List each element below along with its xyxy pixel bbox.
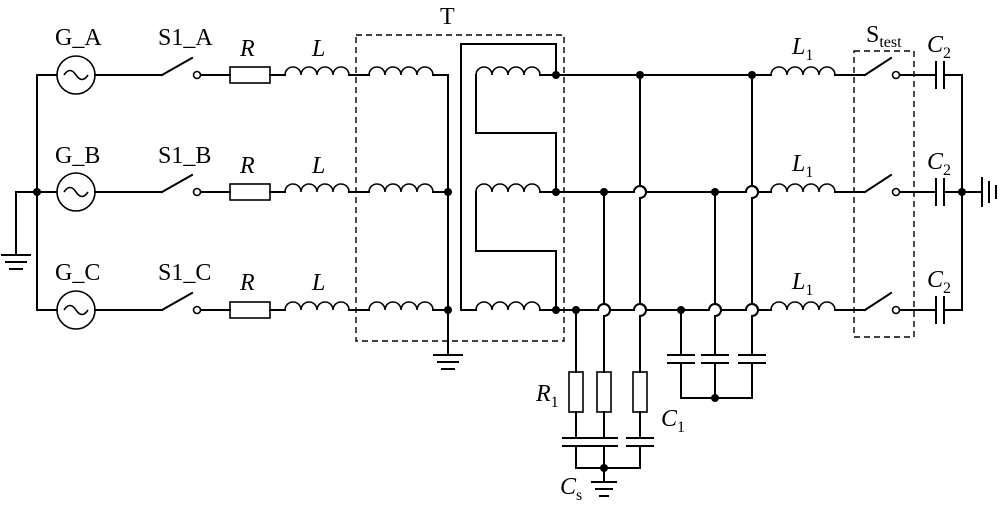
source-a-label: G_A bbox=[55, 25, 102, 51]
inductor-icon bbox=[770, 66, 836, 76]
source-ground bbox=[1, 74, 41, 311]
resistor-icon bbox=[229, 66, 271, 84]
inductor-label: L bbox=[311, 270, 325, 296]
inductor-label: L bbox=[311, 153, 325, 179]
inductor-icon bbox=[770, 301, 836, 311]
line-inductor-label: L1 bbox=[791, 151, 813, 181]
line-inductor-label: L1 bbox=[791, 269, 813, 299]
line-inductors bbox=[770, 66, 866, 311]
phase-a-source bbox=[36, 55, 449, 95]
inductor-icon bbox=[284, 66, 350, 76]
output-capacitors bbox=[935, 61, 997, 324]
transformer-box bbox=[355, 34, 565, 342]
resistor-label: R bbox=[239, 153, 255, 179]
test-switches bbox=[863, 56, 937, 315]
inductor-icon bbox=[284, 301, 350, 311]
bus-taps bbox=[572, 71, 759, 373]
source-b-label: G_B bbox=[55, 143, 100, 169]
resistor-label: R bbox=[239, 36, 255, 62]
inductor-label: L bbox=[311, 36, 325, 62]
transformer-winding-icon bbox=[368, 66, 434, 76]
rc-filter-branch bbox=[562, 371, 654, 497]
resistor-icon bbox=[632, 371, 648, 413]
transformer-winding-icon bbox=[368, 301, 434, 311]
switch-c-label: S1_C bbox=[158, 260, 211, 286]
inductor-icon bbox=[284, 183, 350, 193]
resistor-label: R bbox=[239, 270, 255, 296]
transformer-winding-icon bbox=[475, 301, 541, 311]
resistor-icon bbox=[229, 301, 271, 319]
secondary-bus-b bbox=[555, 185, 772, 193]
shunt-capacitor-label: C1 bbox=[661, 406, 685, 436]
shunt-capacitor-bank bbox=[667, 354, 766, 402]
transformer-label: T bbox=[440, 4, 455, 30]
transformer-secondary-delta bbox=[460, 43, 560, 314]
phase-c-source bbox=[36, 290, 449, 330]
transformer-winding-icon bbox=[368, 183, 434, 193]
transformer-primary-neutral bbox=[433, 74, 463, 370]
transformer-winding-icon bbox=[475, 183, 541, 193]
transformer-winding-icon bbox=[475, 66, 541, 76]
resistor-icon bbox=[568, 371, 584, 413]
resistor-icon bbox=[229, 183, 271, 201]
output-capacitor-label: C2 bbox=[927, 149, 951, 179]
switch-b-label: S1_B bbox=[158, 143, 211, 169]
source-c-label: G_C bbox=[55, 260, 100, 286]
switch-a-label: S1_A bbox=[158, 25, 213, 51]
inductor-icon bbox=[770, 183, 836, 193]
test-switch-box bbox=[853, 50, 915, 338]
output-capacitor-label: C2 bbox=[927, 267, 951, 297]
resistor-icon bbox=[596, 371, 612, 413]
line-inductor-label: L1 bbox=[791, 34, 813, 64]
secondary-bus-c bbox=[555, 303, 772, 311]
filter-capacitor-label: Cs bbox=[560, 474, 582, 504]
test-switch-label: Stest bbox=[866, 22, 902, 51]
output-capacitor-label: C2 bbox=[927, 32, 951, 62]
filter-resistor-label: R1 bbox=[535, 381, 559, 411]
